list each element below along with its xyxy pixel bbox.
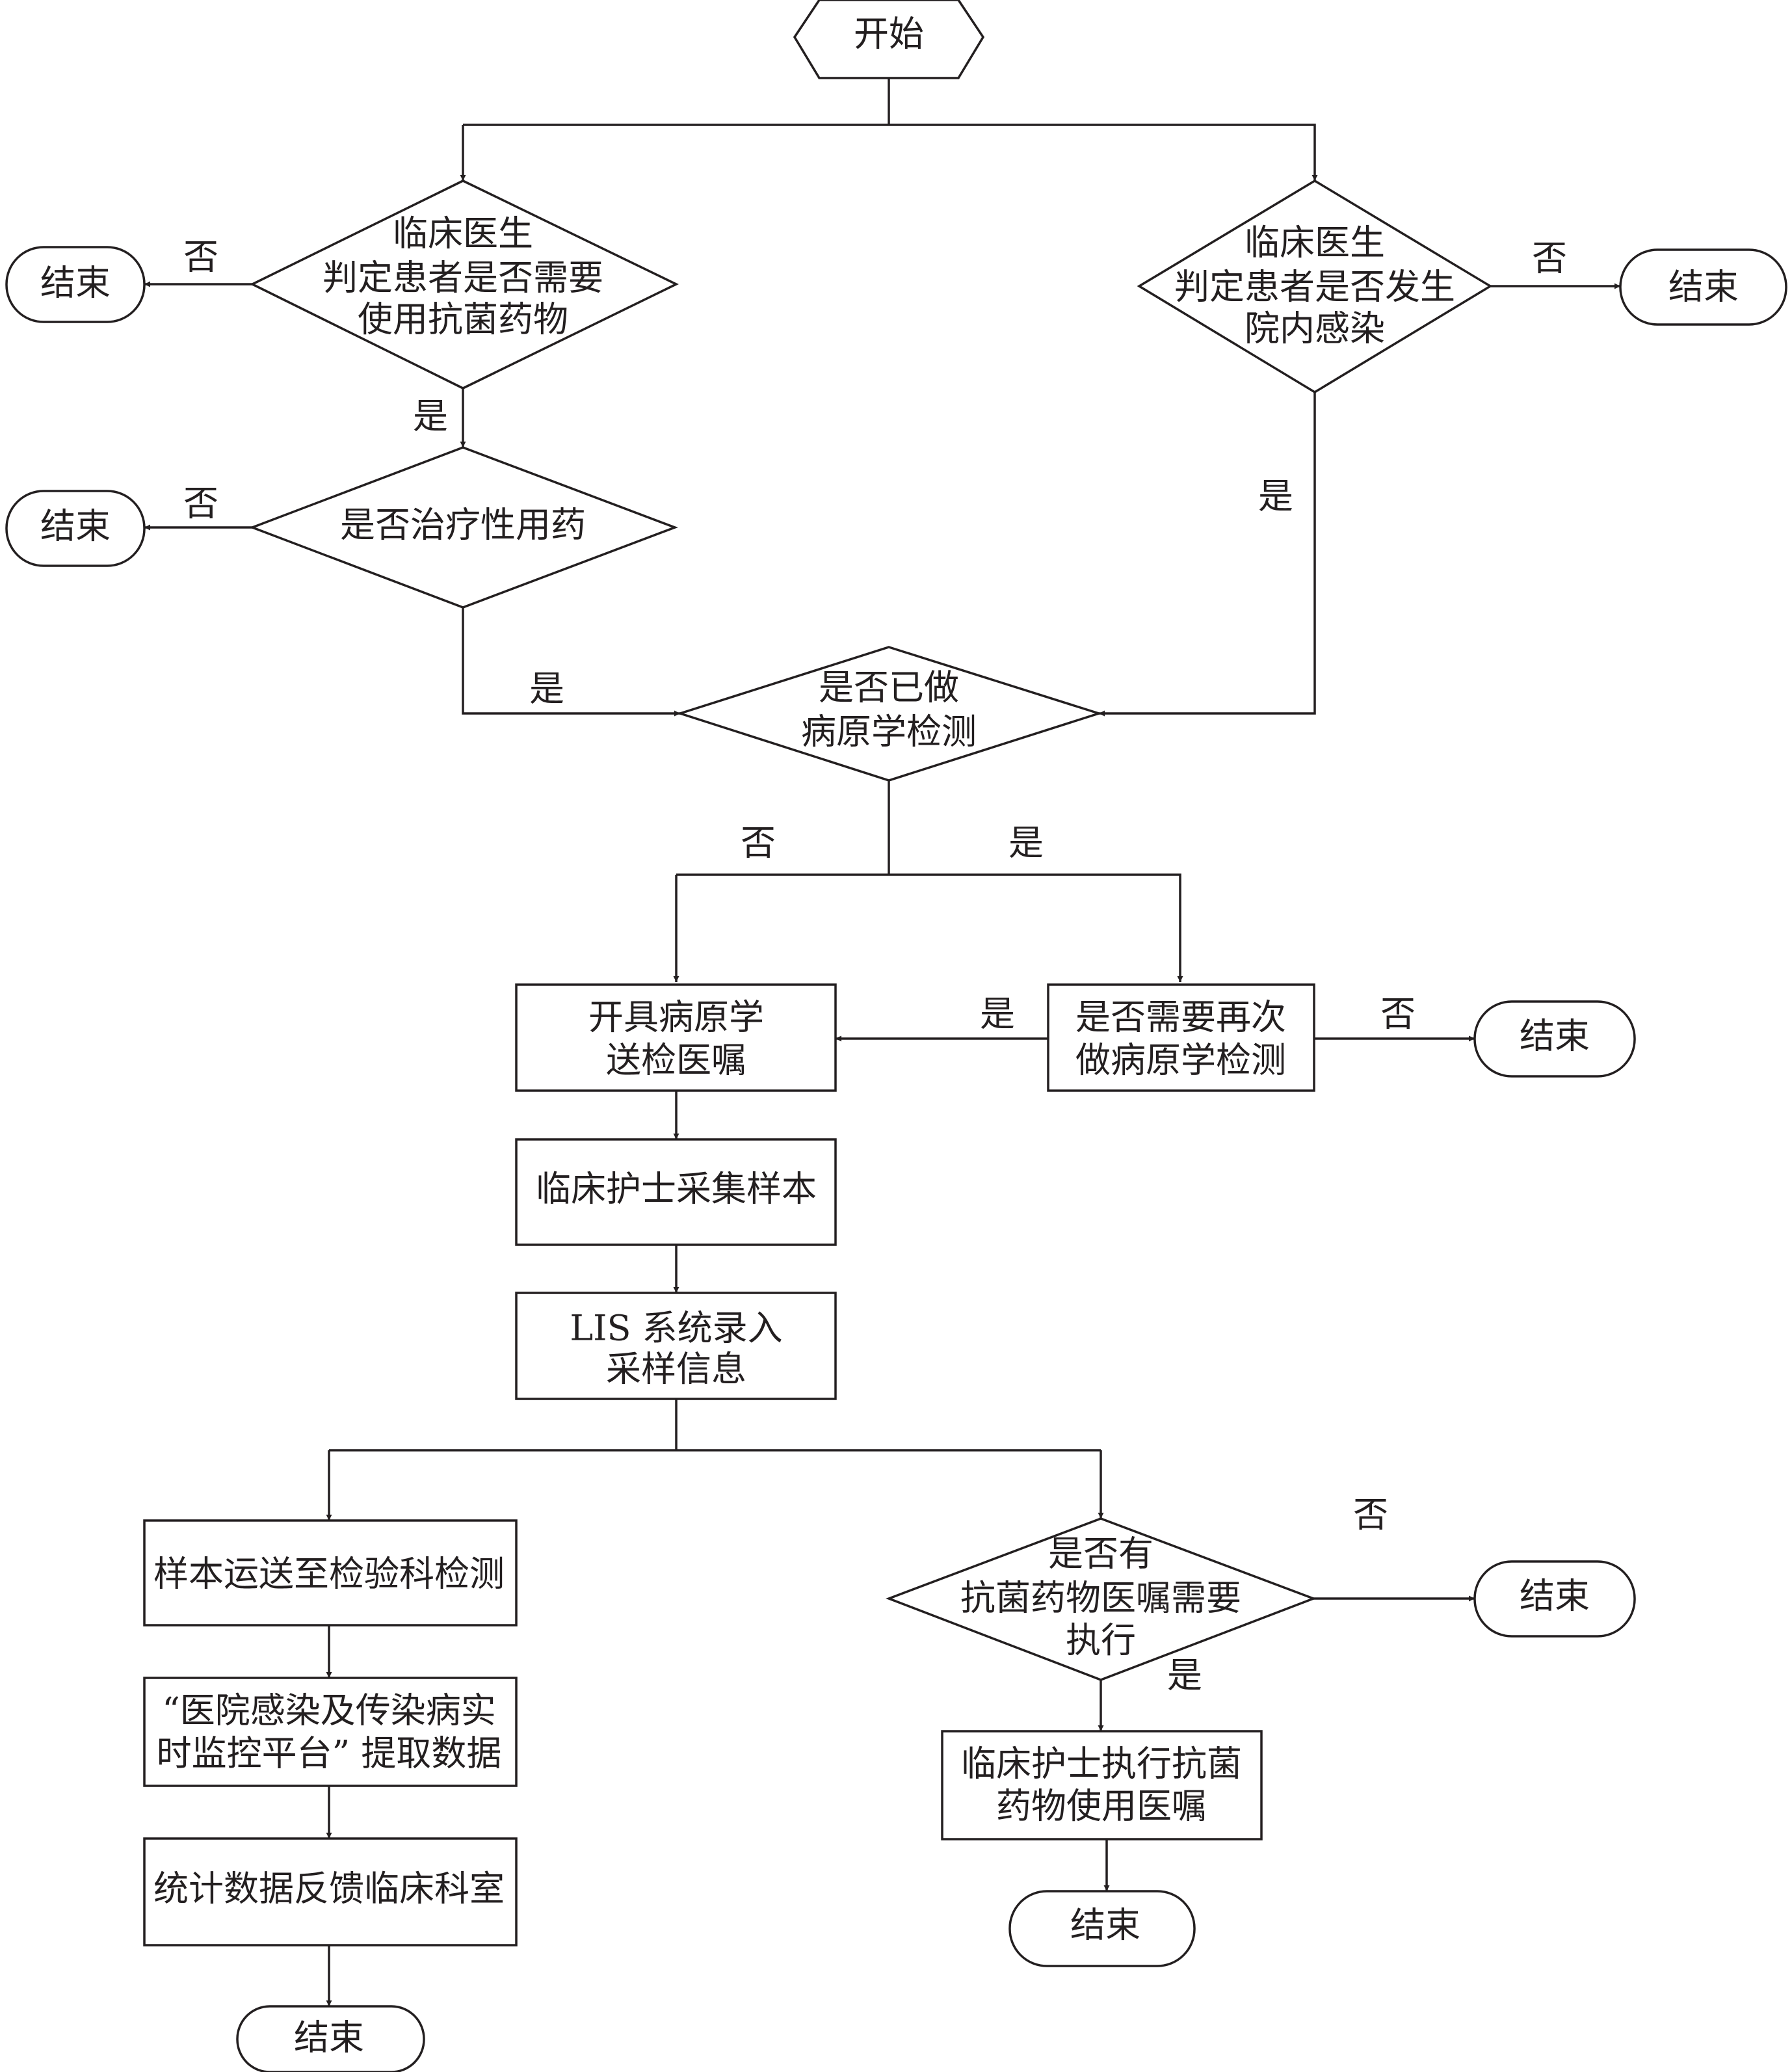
shapes xyxy=(5,0,1787,2072)
nurse-execute-line-1: 临床护士执行抗菌 xyxy=(961,1744,1242,1785)
edge-label-need-antibiotic-no: 否 xyxy=(183,237,218,278)
edge-labels: 否 是 否 是 否 是 否 是 是 否 否 是 xyxy=(183,237,1567,1696)
order-pathogen-line-2: 送检医嘱 xyxy=(606,1040,746,1081)
process-nurse-execute xyxy=(941,1730,1263,1840)
edge-label-need-antibiotic-yes: 是 xyxy=(413,396,448,437)
connectors xyxy=(144,78,1620,2006)
edge-label-pathogen-done-no: 否 xyxy=(741,823,776,864)
end-7-label: 结束 xyxy=(1070,1905,1140,1946)
end-4-label: 结束 xyxy=(1520,1016,1590,1057)
end-5-label: 结束 xyxy=(294,2017,364,2058)
edge-label-therapeutic-no: 否 xyxy=(183,483,218,524)
decision-hospital-infection xyxy=(1137,179,1493,394)
end-3-label: 结束 xyxy=(1668,267,1739,308)
need-antibiotic-line-2: 判定患者是否需要 xyxy=(323,258,603,299)
end-terminal-3 xyxy=(1619,248,1787,326)
nurse-execute-line-2: 药物使用医嘱 xyxy=(996,1786,1207,1827)
edge-label-therapeutic-yes: 是 xyxy=(529,669,564,710)
end-terminal-6 xyxy=(1473,1560,1636,1638)
feedback-label: 统计数据反馈临床科室 xyxy=(153,1868,505,1909)
need-again-line-1: 是否需要再次 xyxy=(1075,997,1286,1038)
end-terminal-1 xyxy=(5,246,146,323)
end-6-label: 结束 xyxy=(1520,1576,1590,1617)
end-1-label: 结束 xyxy=(40,263,111,304)
decision-therapeutic xyxy=(249,446,678,609)
edge-label-need-again-yes: 是 xyxy=(980,994,1015,1035)
hospital-infection-line-1: 临床医生 xyxy=(1245,222,1385,263)
connector-to-hospital-infection xyxy=(889,124,1318,181)
therapeutic-label: 是否治疗性用药 xyxy=(340,505,586,546)
order-pathogen-line-1: 开具病原学 xyxy=(588,997,764,1038)
pathogen-done-line-2: 病原学检测 xyxy=(801,711,977,752)
need-antibiotic-line-3: 使用抗菌药物 xyxy=(358,299,568,340)
decision-pathogen-done xyxy=(676,646,1103,782)
has-order-line-3: 执行 xyxy=(1066,1620,1136,1661)
lis-entry-line-1: LIS 系统录入 xyxy=(570,1308,782,1349)
start-label: 开始 xyxy=(854,14,924,55)
edge-label-hospital-infection-no: 否 xyxy=(1532,238,1567,279)
process-feedback xyxy=(143,1837,518,1946)
process-nurse-collect xyxy=(515,1138,837,1246)
end-terminal-5 xyxy=(236,2005,425,2072)
end-terminal-7 xyxy=(1008,1890,1196,1967)
transport-label: 样本运送至检验科检测 xyxy=(153,1554,505,1595)
connector-pathogen-done-no xyxy=(676,873,889,982)
lis-entry-line-2: 采样信息 xyxy=(606,1349,746,1390)
hospital-infection-line-2: 判定患者是否发生 xyxy=(1174,267,1455,308)
edge-label-pathogen-done-yes: 是 xyxy=(1008,823,1044,864)
edge-label-need-again-no: 否 xyxy=(1380,994,1416,1035)
need-antibiotic-line-1: 临床医生 xyxy=(393,213,533,254)
end-terminal-4 xyxy=(1473,1000,1636,1078)
process-need-again xyxy=(1047,983,1315,1092)
nurse-collect-label: 临床护士采集样本 xyxy=(536,1169,817,1210)
connector-to-need-antibiotic xyxy=(463,124,889,181)
process-transport xyxy=(143,1519,518,1627)
process-platform xyxy=(143,1677,518,1787)
edge-label-has-order-no: 否 xyxy=(1353,1494,1388,1535)
edge-label-hospital-infection-yes: 是 xyxy=(1258,476,1293,517)
platform-line-1: “医院感染及传染病实 xyxy=(162,1690,496,1731)
connector-therapeutic-yes xyxy=(462,607,680,717)
decision-need-antibiotic xyxy=(250,179,679,390)
need-again-line-2: 做病原学检测 xyxy=(1075,1040,1286,1081)
hospital-infection-line-3: 院内感染 xyxy=(1245,308,1385,349)
node-text: 开始 临床医生 判定患者是否需要 使用抗菌药物 结束 是否治疗性用药 结束 临床… xyxy=(40,14,1739,2058)
process-lis-entry xyxy=(515,1292,837,1400)
has-order-line-2: 抗菌药物医嘱需要 xyxy=(960,1578,1241,1619)
has-order-line-1: 是否有 xyxy=(1048,1534,1153,1574)
connector-to-transport xyxy=(329,1449,1101,1521)
connector-pathogen-done-yes xyxy=(889,873,1183,982)
end-terminal-2 xyxy=(5,490,146,567)
edge-label-has-order-yes: 是 xyxy=(1167,1655,1202,1696)
process-order-pathogen xyxy=(515,983,837,1092)
end-2-label: 结束 xyxy=(40,506,111,547)
start-terminal xyxy=(793,0,985,79)
platform-line-2: 时监控平台” 提取数据 xyxy=(157,1733,502,1774)
decision-has-order xyxy=(886,1517,1317,1681)
pathogen-done-line-1: 是否已做 xyxy=(819,667,959,708)
connector-hospital-infection-yes xyxy=(1099,392,1316,717)
